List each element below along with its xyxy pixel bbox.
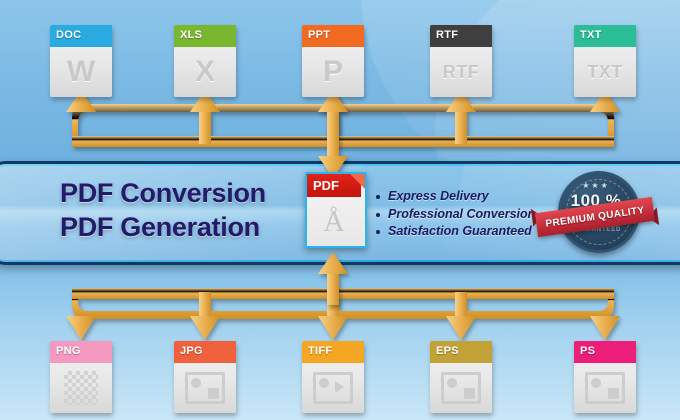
ps-ext-label: PS [580,345,596,357]
photo-icon [441,372,481,404]
photo-circle [191,378,201,388]
list-item: Express Delivery [376,188,535,206]
ppt-header [302,25,364,47]
png-ext-label: PNG [56,345,81,357]
ps-header [574,341,636,363]
xls-header [174,25,236,47]
badge-guarantee: GUARANTEED [570,227,622,233]
list-item: Satisfaction Guaranteed [376,223,535,241]
headline-line-1: PDF Conversion [60,178,266,208]
jpg-ext-label: JPG [180,345,203,357]
png-header [50,341,112,363]
doc-glyph: W [66,55,96,88]
png-glyph [50,363,112,413]
ppt-glyph: P [322,55,343,88]
feature-list: Express Delivery Professional Conversion… [376,188,535,241]
headline-line-2: PDF Generation [60,212,260,242]
file-icon-ps[interactable]: PS [574,341,636,413]
pdf-icon[interactable]: PDF Å [305,172,367,248]
film-circle [319,378,329,388]
xls-ext-label: XLS [180,29,203,41]
photo-icon [185,372,225,404]
rtf-glyph: RTF [442,61,480,82]
tiff-header [302,341,364,363]
list-item: Professional Conversion [376,206,535,224]
file-icon-txt[interactable]: TXT TXT [574,25,636,97]
txt-ext-label: TXT [580,29,602,41]
photo-circle [447,378,457,388]
file-icon-jpg[interactable]: JPG [174,341,236,413]
txt-header [574,25,636,47]
photo-square [208,388,219,399]
rtf-header [430,25,492,47]
file-icon-png[interactable]: PNG [50,341,112,413]
ppt-ext-label: PPT [308,29,331,41]
file-icon-rtf[interactable]: RTF RTF [430,25,492,97]
photo-icon [585,372,625,404]
eps-ext-label: EPS [436,345,459,357]
page-title: PDF Conversion PDF Generation [60,176,310,244]
checkerboard-icon [64,371,98,405]
photo-square [464,388,475,399]
film-icon [313,372,353,404]
tiff-glyph [302,363,364,413]
jpg-header [174,341,236,363]
eps-header [430,341,492,363]
file-icon-eps[interactable]: EPS [430,341,492,413]
file-icon-doc[interactable]: DOC W [50,25,112,97]
photo-square [608,388,619,399]
pdf-header [307,174,361,197]
xls-glyph: X [194,55,215,88]
badge-stars-icon: ★★★ [582,181,610,190]
rtf-ext-label: RTF [436,29,459,41]
status-badge: ★★★ 100 % GUARANTEED PREMIUM QUALITY [530,167,660,253]
play-triangle-icon [335,381,344,393]
doc-ext-label: DOC [56,29,82,41]
acrobat-glyph-icon: Å [323,205,345,238]
pdf-fold-icon [350,174,365,189]
photo-circle [591,378,601,388]
ps-glyph [574,363,636,413]
file-icon-xls[interactable]: XLS X [174,25,236,97]
doc-header [50,25,112,47]
tiff-ext-label: TIFF [308,345,333,357]
eps-glyph [430,363,492,413]
pdf-ext-label: PDF [313,178,339,193]
jpg-glyph [174,363,236,413]
file-icon-tiff[interactable]: TIFF [302,341,364,413]
file-icon-ppt[interactable]: PPT P [302,25,364,97]
txt-glyph: TXT [587,61,623,82]
